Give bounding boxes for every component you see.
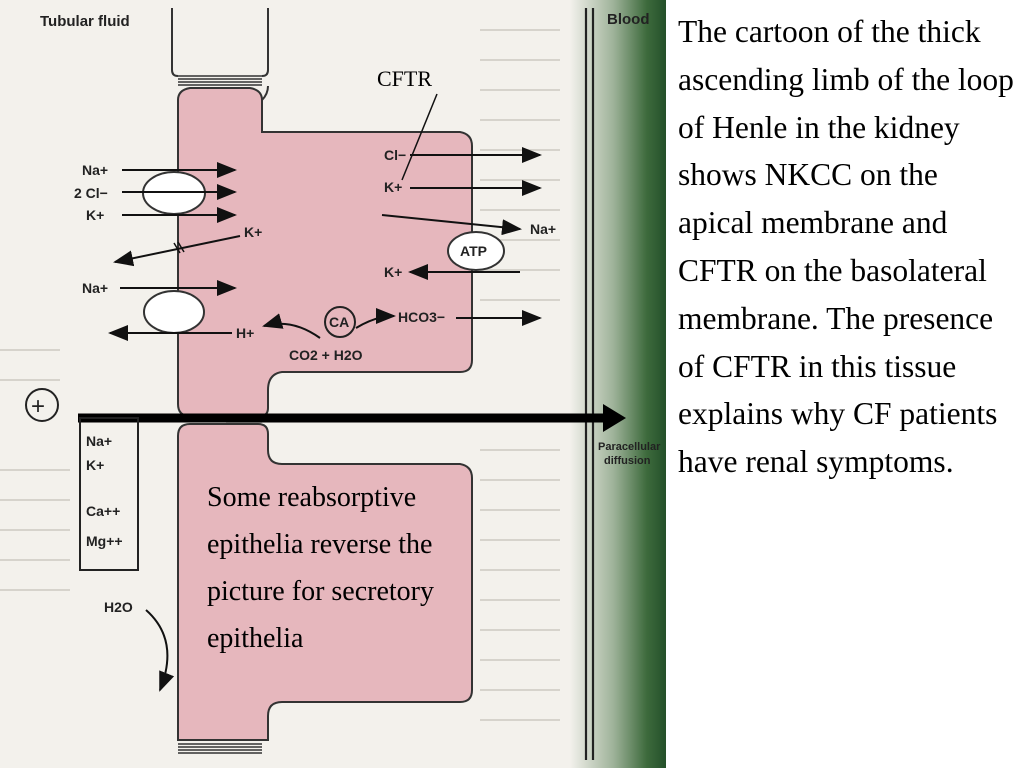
apical-na-label: Na+ [82, 162, 108, 178]
diffusion-label: diffusion [604, 455, 651, 467]
slide-caption: The cartoon of the thick ascending limb … [678, 14, 1014, 480]
apical-na-exchanger-label: Na+ [82, 280, 108, 296]
water-arrow [145, 609, 175, 692]
lower-epithelial-cell [177, 423, 473, 741]
apical-k-recycle-label: K+ [244, 224, 262, 240]
baso-hco3-label: HCO3− [398, 309, 445, 325]
apical-2cl-label: 2 Cl− [74, 185, 108, 201]
tight-junction-top [178, 75, 262, 86]
co2-h2o-label: CO2 + H2O [289, 347, 363, 363]
tubular-fluid-label: Tubular fluid [40, 13, 130, 30]
ca-label: CA [329, 314, 349, 330]
water-label: H2O [104, 599, 133, 615]
cftr-label: CFTR [377, 66, 432, 91]
atp-label: ATP [460, 243, 487, 259]
baso-na-label: Na+ [530, 221, 556, 237]
ca-h-arrow [262, 313, 321, 339]
tight-junction-bottom [178, 743, 262, 754]
ca-hco3-arrow [355, 308, 396, 329]
para-ion-ca: Ca++ [86, 503, 120, 519]
carbonic-anhydrase [324, 306, 356, 338]
para-ion-k: K+ [86, 457, 104, 473]
diagram-svg: Tubular fluid Blood [0, 8, 661, 760]
upper-epithelial-cell [177, 87, 473, 417]
baso-na-arrow [381, 214, 522, 236]
kidney-tal-diagram: Tubular fluid Blood [0, 0, 666, 768]
paracellular-label: Paracellular [598, 441, 661, 453]
cftr-pointer [401, 93, 438, 181]
upper-cell-neighbors [171, 8, 269, 101]
nhe-transporter [143, 290, 205, 334]
blood-label: Blood [607, 11, 650, 28]
baso-cl-label: Cl− [384, 147, 406, 163]
blood-vessel-lines [584, 8, 595, 760]
para-ion-na: Na+ [86, 433, 112, 449]
overlay-note: Some reabsorptive epithelia reverse the … [207, 482, 434, 654]
positive-charge-circle [25, 388, 59, 422]
paracellular-arrow-head [603, 404, 626, 432]
apical-h-label: H+ [236, 325, 254, 341]
baso-k2-label: K+ [384, 264, 402, 280]
background-page-lines [0, 29, 560, 721]
baso-k1-label: K+ [384, 179, 402, 195]
na-k-atpase [447, 231, 505, 271]
paracellular-ion-box [79, 417, 139, 571]
plus-symbol: + [31, 393, 45, 420]
apical-k-label: K+ [86, 207, 104, 223]
para-ion-mg: Mg++ [86, 533, 123, 549]
